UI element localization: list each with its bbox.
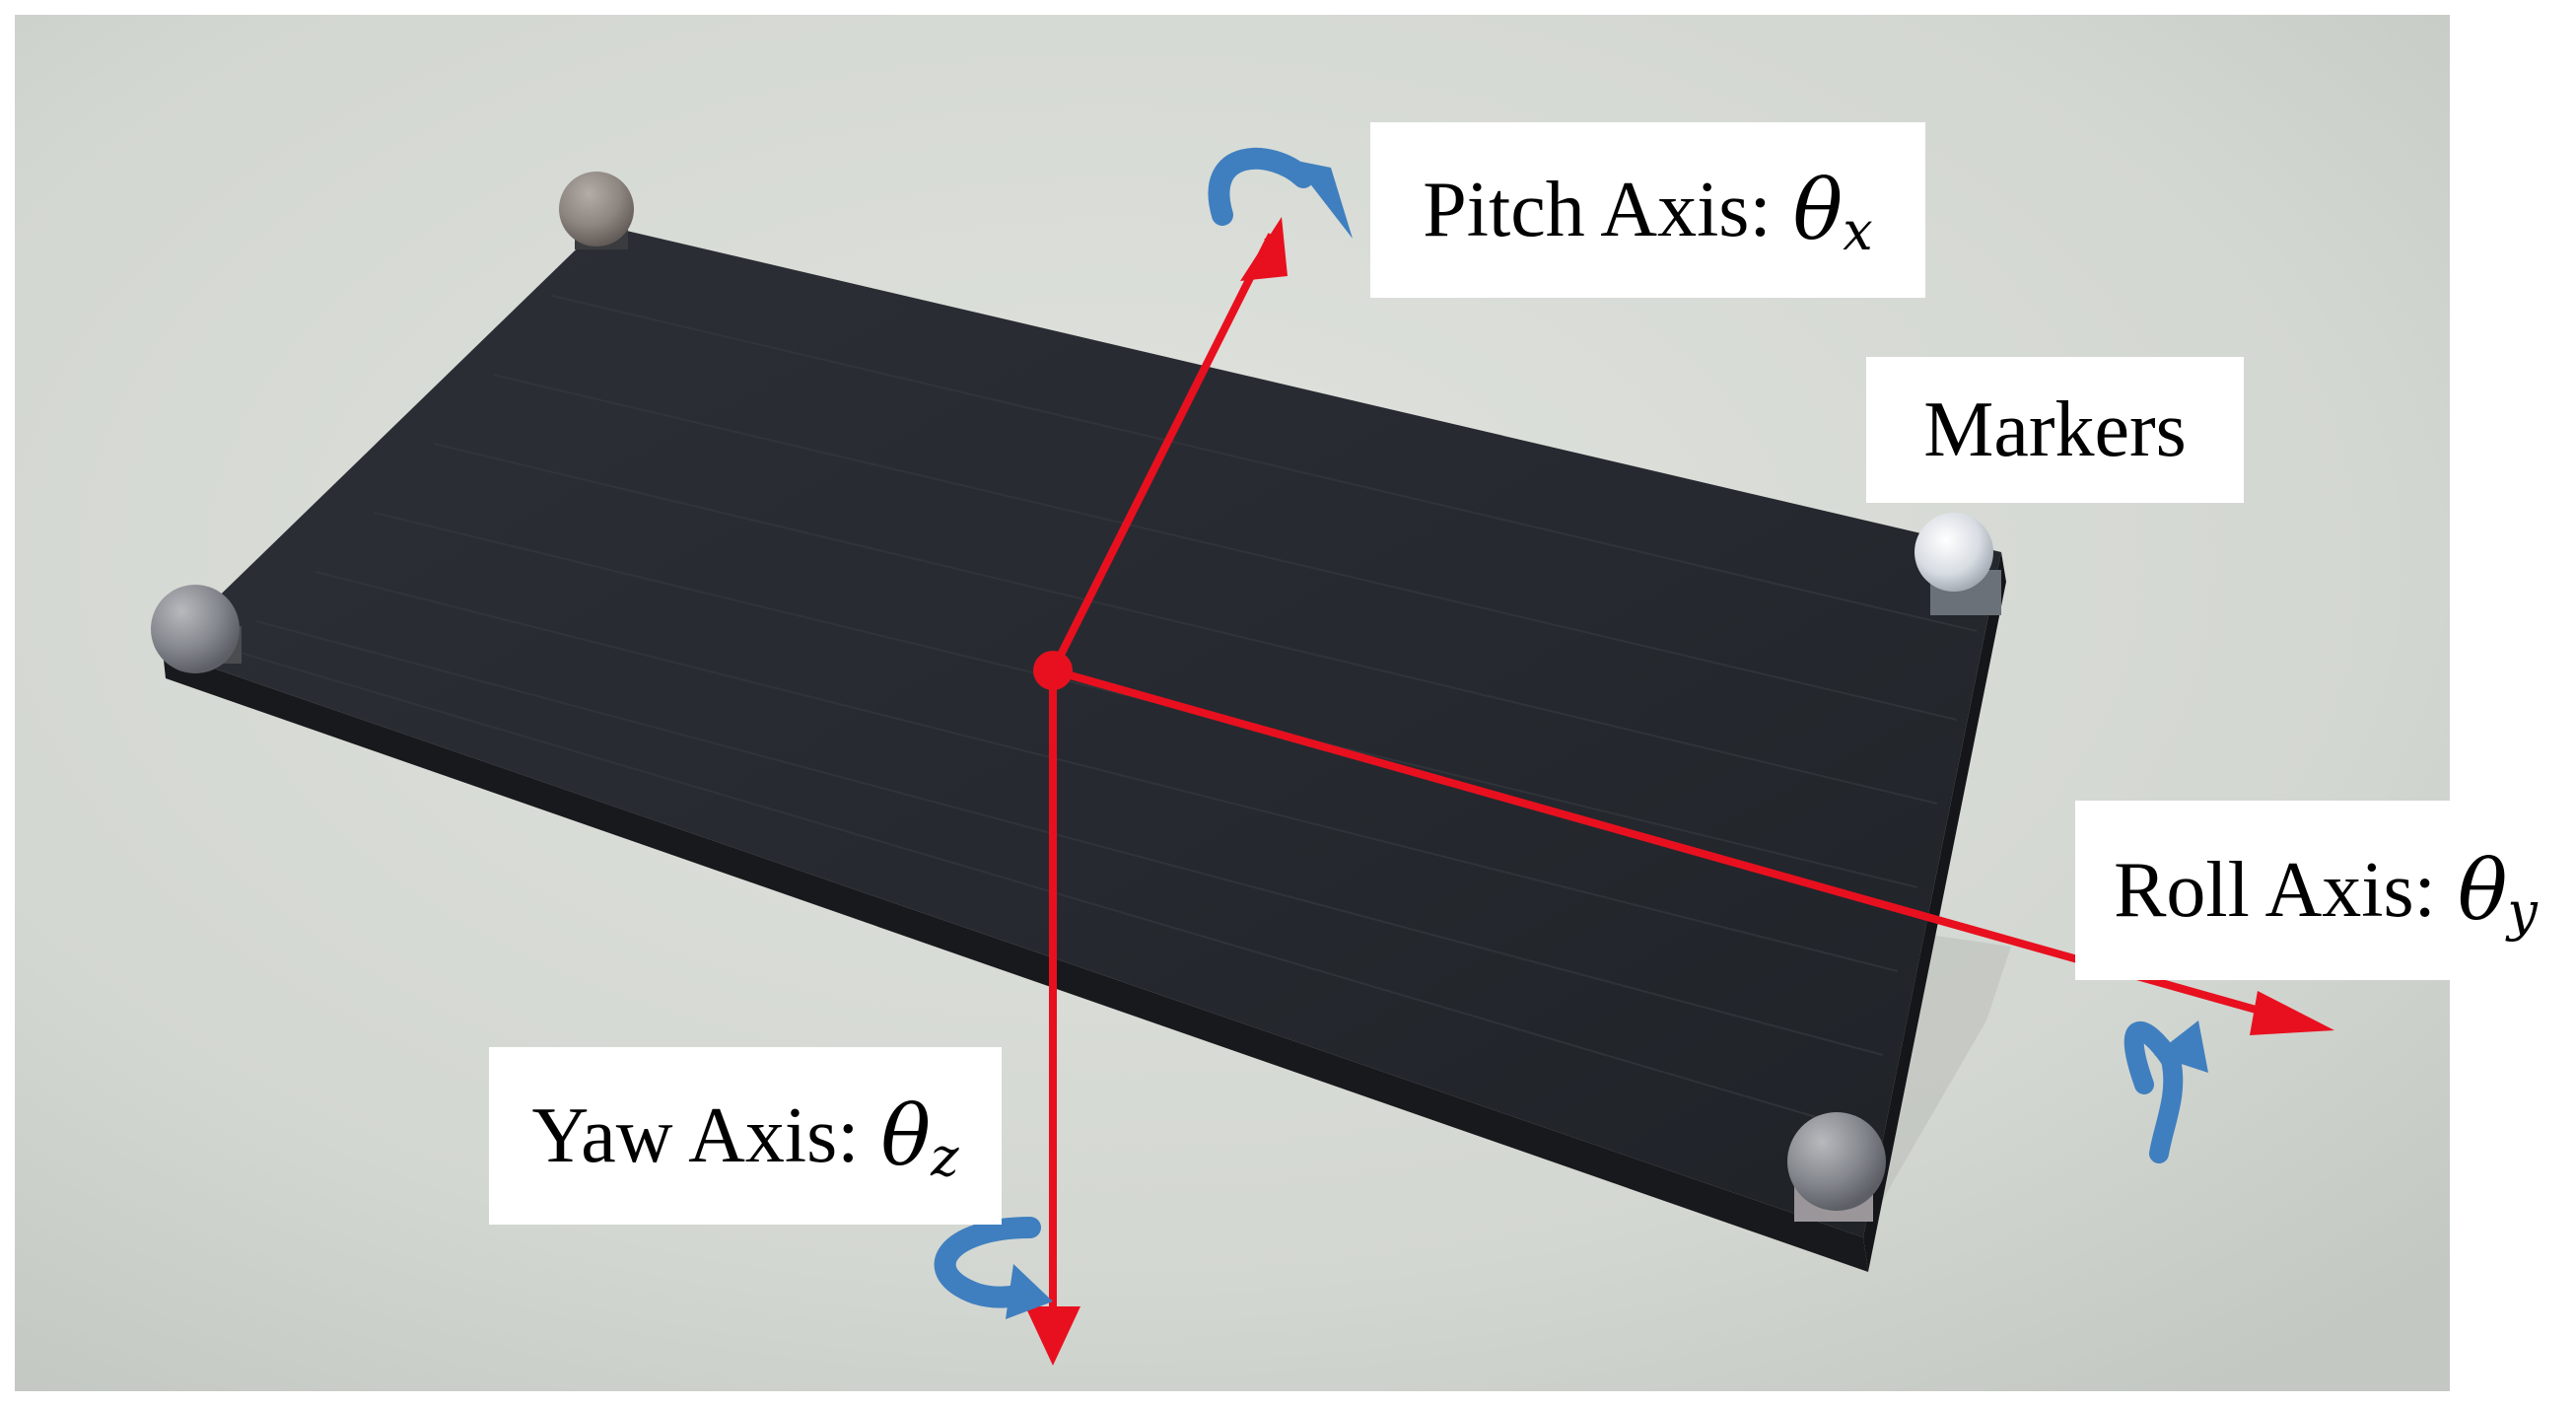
pitch-axis-text: Pitch Axis: xyxy=(1423,167,1772,253)
yaw-subscript: z xyxy=(931,1126,959,1188)
yaw-axis-text: Yaw Axis: xyxy=(531,1092,860,1179)
marker-right xyxy=(1915,513,2001,615)
roll-axis-text: Roll Axis: xyxy=(2114,847,2436,934)
pitch-theta-symbol: θ xyxy=(1792,162,1844,258)
pitch-axis-line xyxy=(1049,233,1276,672)
markers-label: Markers xyxy=(1866,357,2244,503)
roll-theta-symbol: θ xyxy=(2457,842,2508,939)
pitch-axis-arrowhead xyxy=(1240,217,1288,281)
marker-top-left xyxy=(559,172,634,249)
roll-axis-arrowhead xyxy=(2250,991,2334,1035)
marker-bottom-right xyxy=(1787,1112,1886,1222)
yaw-rotation-arrow-icon xyxy=(934,1217,1053,1319)
origin-point xyxy=(1033,651,1073,690)
yaw-axis-label: Yaw Axis: θ z xyxy=(489,1047,1002,1225)
board-edge-right xyxy=(1863,552,2006,1272)
yaw-theta-symbol: θ xyxy=(880,1088,932,1184)
yaw-axis-arrowhead xyxy=(1025,1306,1080,1366)
board-top xyxy=(163,225,2001,1237)
markers-text: Markers xyxy=(1923,387,2187,473)
marker-left xyxy=(151,585,242,673)
pitch-subscript: x xyxy=(1843,200,1873,262)
board-texture xyxy=(216,295,1978,1135)
roll-rotation-arrow-icon xyxy=(2123,1020,2208,1163)
roll-subscript: y xyxy=(2507,880,2538,943)
pitch-rotation-arrow-icon xyxy=(1208,147,1353,239)
pitch-axis-label: Pitch Axis: θ x xyxy=(1370,122,1925,298)
roll-axis-label: Roll Axis: θ y xyxy=(2075,801,2576,980)
board-edge xyxy=(163,651,1868,1272)
